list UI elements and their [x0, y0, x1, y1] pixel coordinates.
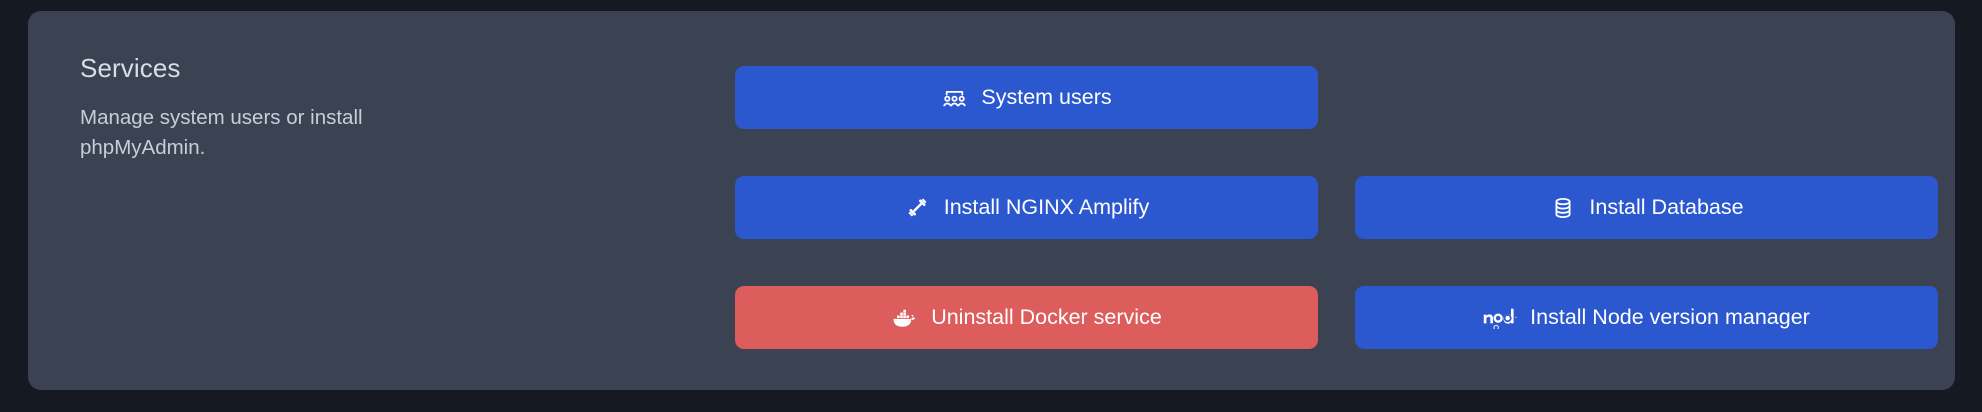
page-title: Services — [80, 53, 181, 83]
database-icon — [1549, 194, 1576, 221]
groups-icon — [941, 84, 968, 111]
install-nginx-amplify-button-label: Install NGINX Amplify — [943, 195, 1150, 220]
install-database-button[interactable]: Install Database — [1355, 176, 1938, 239]
install-node-version-manager-button-label: Install Node version manager — [1530, 305, 1810, 330]
services-action-grid: System users — [735, 66, 1938, 349]
uninstall-docker-service-button[interactable]: Uninstall Docker service — [735, 286, 1318, 349]
empty-grid-cell — [1355, 66, 1938, 129]
uninstall-docker-service-button-label: Uninstall Docker service — [931, 305, 1162, 330]
services-info-column: Services Manage system users or install … — [80, 52, 530, 163]
system-users-button-label: System users — [981, 85, 1112, 110]
services-card: Services Manage system users or install … — [28, 11, 1955, 390]
install-database-button-label: Install Database — [1589, 195, 1744, 220]
docker-whale-icon — [891, 304, 918, 331]
nodejs-logo-icon — [1483, 306, 1517, 330]
install-node-version-manager-button[interactable]: Install Node version manager — [1355, 286, 1938, 349]
services-card-inner: Services Manage system users or install … — [28, 11, 1955, 390]
system-users-button[interactable]: System users — [735, 66, 1318, 129]
install-nginx-amplify-button[interactable]: Install NGINX Amplify — [735, 176, 1318, 239]
dumbbell-icon — [904, 194, 931, 221]
services-description: Manage system users or install phpMyAdmi… — [80, 106, 363, 159]
